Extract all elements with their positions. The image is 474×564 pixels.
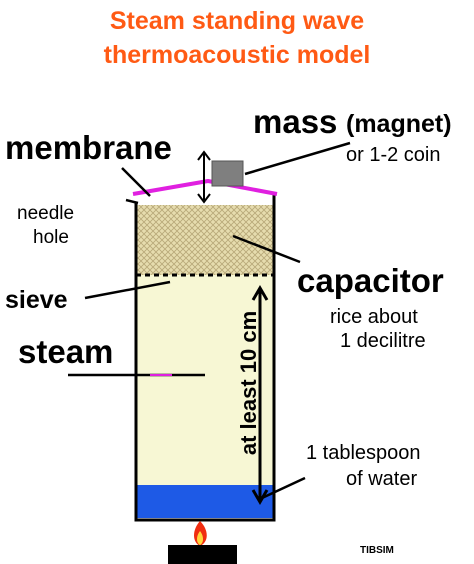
title-line-2: thermoacoustic model: [103, 41, 371, 69]
steam-region: [136, 275, 274, 485]
label-coin: or 1-2 coin: [346, 144, 441, 166]
label-water-line2: of water: [346, 468, 418, 490]
title-line-1: Steam standing wave: [109, 7, 365, 35]
burner: [168, 545, 237, 564]
leader-lines: [68, 141, 351, 500]
label-mass: mass: [253, 103, 338, 140]
label-capacitor: capacitor: [297, 262, 444, 299]
label-rice-line2: 1 decilitre: [340, 330, 426, 352]
label-rice-line1: rice about: [330, 306, 418, 328]
membrane: [132, 179, 278, 196]
label-steam: steam: [18, 333, 114, 370]
label-magnet: (magnet): [346, 110, 452, 138]
label-height: at least 10 cm: [236, 310, 261, 456]
label-credit: TIBSIM: [360, 545, 394, 556]
flame-icon: [194, 521, 207, 546]
label-membrane: membrane: [5, 129, 172, 166]
rice-capacitor: [136, 205, 274, 275]
water: [136, 485, 274, 518]
label-water-line1: 1 tablespoon: [306, 442, 421, 464]
container: [134, 194, 276, 522]
height-arrow: [251, 285, 269, 505]
label-needle-line2: hole: [33, 227, 69, 248]
mass-block: [211, 160, 244, 187]
label-needle-line1: needle: [17, 203, 75, 224]
double-arrow-icon: [197, 150, 211, 204]
label-sieve: sieve: [5, 286, 68, 314]
